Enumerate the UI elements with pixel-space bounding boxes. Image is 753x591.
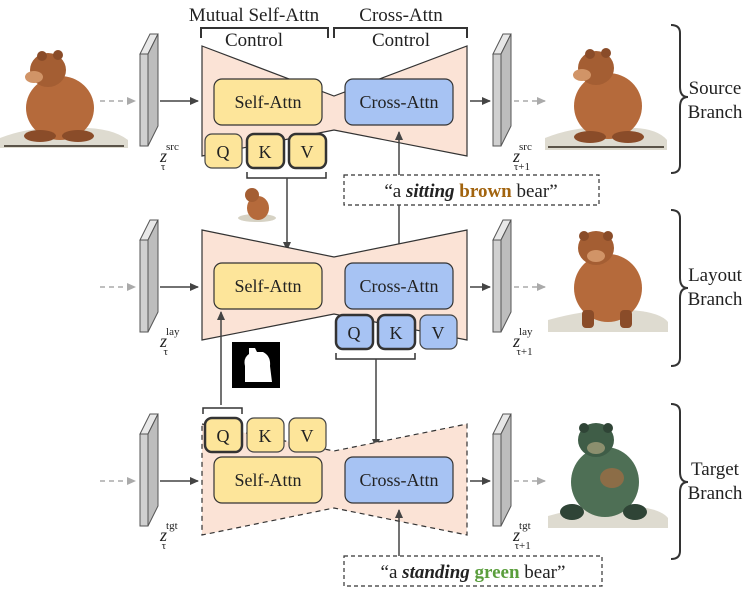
layout-qk-bracket bbox=[335, 353, 416, 360]
source-prompt-box bbox=[343, 174, 600, 206]
layout-v-label: V bbox=[432, 323, 445, 343]
target-cross-attn-block bbox=[344, 456, 454, 504]
target-q-box bbox=[203, 416, 244, 454]
layout-brace bbox=[670, 209, 689, 367]
source-kv-bracket bbox=[246, 172, 327, 179]
target-self-attn-block bbox=[213, 456, 323, 504]
target-cross-attn-label: Cross-Attn bbox=[359, 470, 438, 490]
layout-self-attn-block bbox=[213, 262, 323, 310]
layout-v-box bbox=[419, 314, 458, 350]
cross-attn-title: Cross-Attn bbox=[359, 5, 443, 26]
small-bear-thumbnail bbox=[238, 188, 276, 222]
target-q-bracket bbox=[202, 407, 243, 414]
layout-mask-image bbox=[232, 342, 280, 388]
target-branch-label-line1: Target bbox=[691, 459, 740, 480]
target-branch-label-line2: Branch bbox=[688, 483, 743, 504]
target-prompt-box bbox=[343, 555, 603, 587]
control-bracket-left bbox=[200, 27, 329, 38]
layout-branch-label-line2: Branch bbox=[688, 289, 743, 310]
source-self-attn-label: Self-Attn bbox=[235, 92, 302, 112]
source-unet bbox=[201, 45, 468, 157]
target-self-attn-label: Self-Attn bbox=[235, 470, 302, 490]
target-prompt-text: “a standing green bear” bbox=[381, 562, 566, 583]
source-cross-attn-label: Cross-Attn bbox=[359, 92, 438, 112]
source-branch-label-line2: Branch bbox=[688, 102, 743, 123]
layout-q-box bbox=[334, 313, 375, 351]
layout-k-box bbox=[376, 313, 417, 351]
layout-unet bbox=[201, 229, 468, 341]
source-q-box bbox=[204, 133, 243, 169]
target-v-box bbox=[288, 417, 327, 453]
source-input-bear-image bbox=[0, 50, 128, 148]
latent-z-tgt-tau-plus-1 bbox=[492, 413, 512, 527]
control-label-right: Control bbox=[372, 30, 430, 51]
latent-z-lay-tau bbox=[139, 219, 159, 333]
source-output-bear-image bbox=[545, 48, 667, 150]
control-label-left: Control bbox=[225, 30, 283, 51]
source-v-label: V bbox=[301, 142, 314, 162]
target-k-box bbox=[246, 417, 285, 453]
layout-cross-attn-block bbox=[344, 262, 454, 310]
latent-z-tgt-tau bbox=[139, 413, 159, 527]
latent-z-src-tau-plus-1 bbox=[492, 33, 512, 147]
latent-z-src-tau bbox=[139, 33, 159, 147]
source-k-label: K bbox=[259, 142, 272, 162]
source-brace bbox=[670, 24, 689, 174]
layout-k-label: K bbox=[390, 323, 403, 343]
control-bracket-right bbox=[333, 27, 468, 38]
target-v-label: V bbox=[301, 426, 314, 446]
latent-z-lay-tau-plus-1 bbox=[492, 219, 512, 333]
mutual-self-attn-title: Mutual Self-Attn bbox=[189, 5, 320, 26]
layout-cross-attn-label: Cross-Attn bbox=[359, 276, 438, 296]
layout-branch-label-line1: Layout bbox=[688, 265, 743, 286]
source-v-box bbox=[287, 132, 328, 170]
layout-output-bear-image bbox=[548, 231, 668, 332]
source-prompt-text: “a sitting brown bear” bbox=[384, 181, 557, 202]
source-self-attn-block bbox=[213, 78, 323, 126]
source-cross-attn-block bbox=[344, 78, 454, 126]
source-q-label: Q bbox=[217, 142, 230, 162]
target-q-label: Q bbox=[217, 426, 230, 446]
source-branch-label-line1: Source bbox=[689, 78, 742, 99]
layout-q-label: Q bbox=[348, 323, 361, 343]
target-brace bbox=[670, 403, 689, 560]
target-output-bear-image bbox=[548, 423, 668, 528]
source-k-box bbox=[245, 132, 286, 170]
layout-self-attn-label: Self-Attn bbox=[235, 276, 302, 296]
target-k-label: K bbox=[259, 426, 272, 446]
